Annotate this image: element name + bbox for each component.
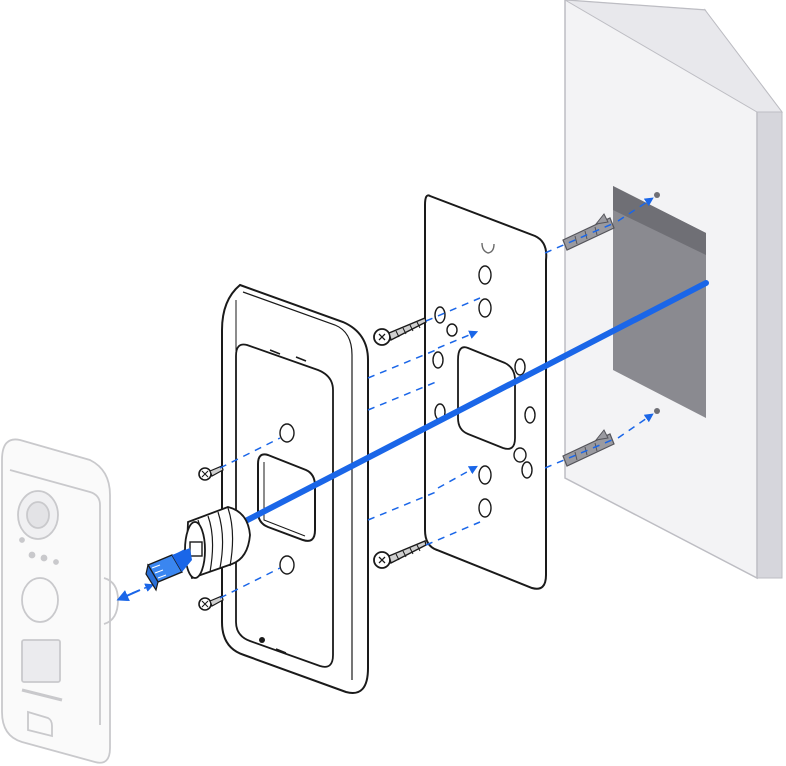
- plate-slots: [432, 265, 536, 518]
- wall-anchor-top: [562, 213, 615, 251]
- nameplate: [21, 639, 61, 683]
- wall-anchor-bottom: [562, 429, 615, 467]
- plate-arrows: [437, 330, 479, 489]
- long-screw-top: [373, 317, 427, 346]
- cable-path: [167, 280, 709, 563]
- plate-logo-icon: [481, 242, 495, 254]
- anchor-hole-top: [654, 192, 660, 198]
- doorbell-button: [21, 577, 59, 623]
- mounting-plate: [424, 194, 548, 590]
- angled-bracket: [221, 283, 369, 694]
- short-screw-bottom: [198, 595, 224, 611]
- wall-top: [564, 0, 784, 113]
- anchor-hole-bottom: [654, 408, 660, 414]
- cable-grommet: [184, 506, 251, 580]
- long-screw-bottom: [373, 540, 427, 569]
- wall-cutout-shade: [613, 186, 706, 255]
- wall-cutout: [613, 186, 706, 418]
- doorbell-camera: [1, 438, 119, 764]
- ethernet-connector: [145, 548, 192, 592]
- short-screw-top: [198, 465, 224, 481]
- wall: [564, 0, 784, 580]
